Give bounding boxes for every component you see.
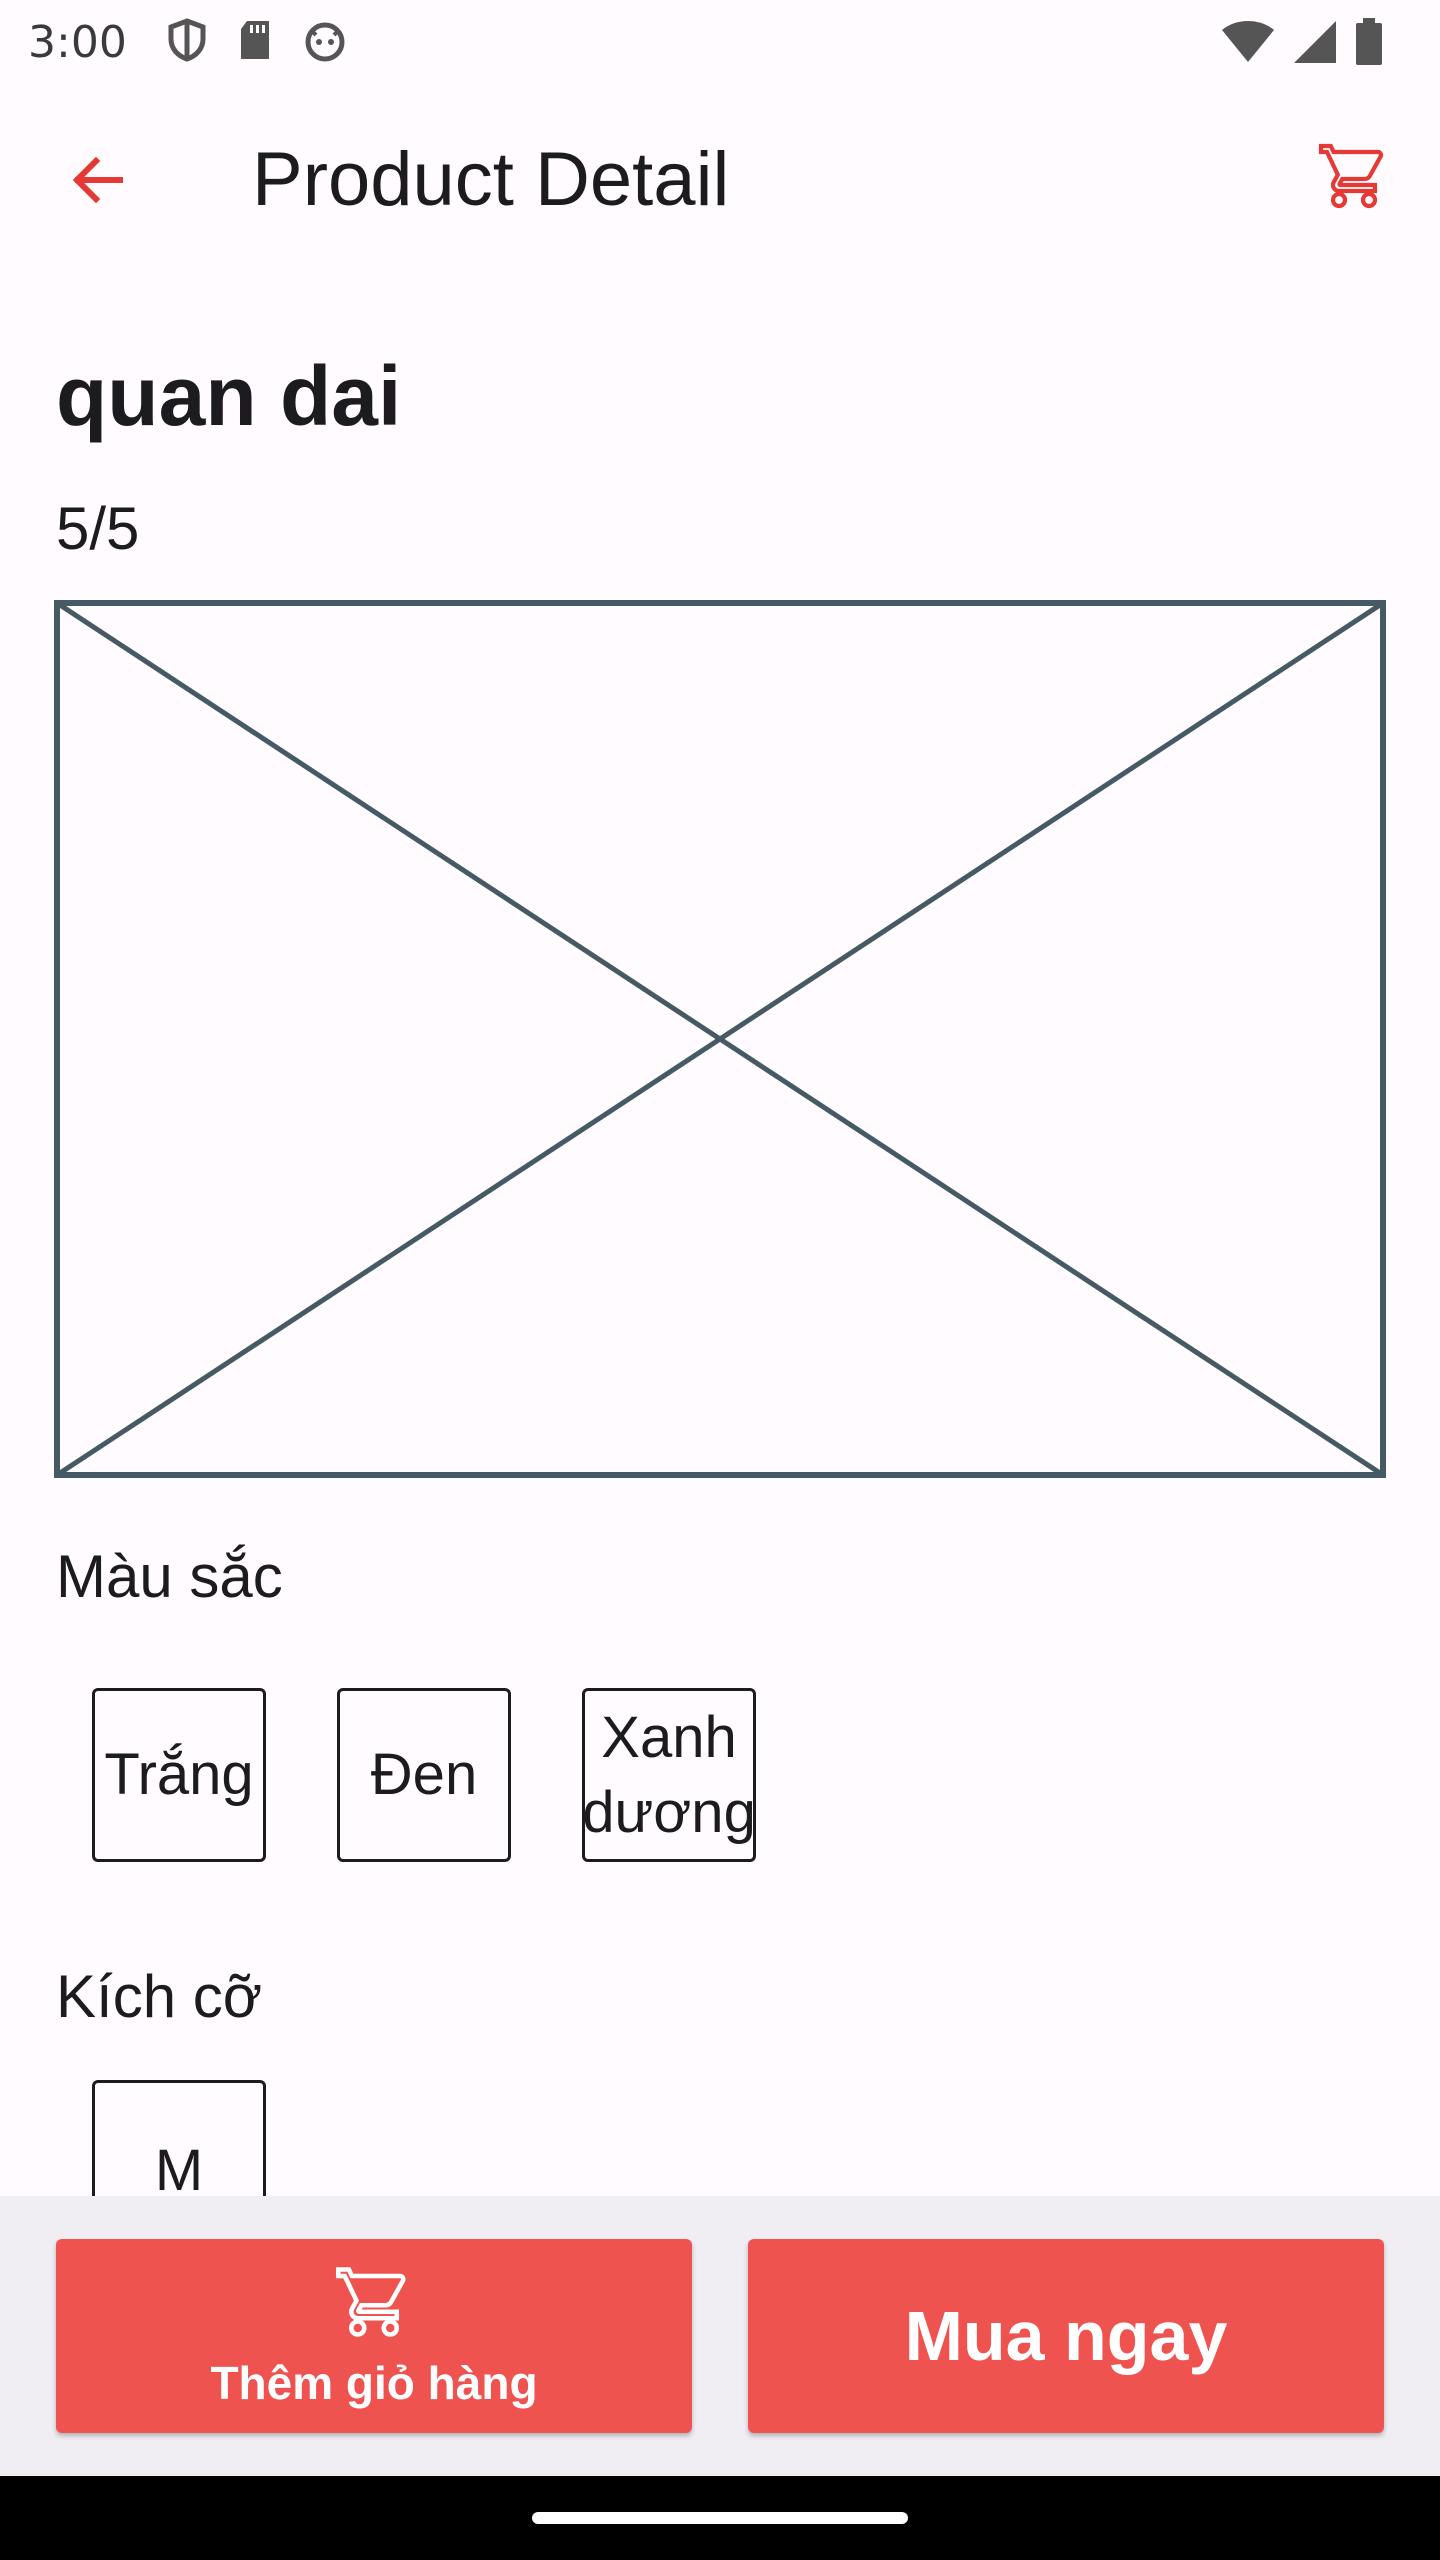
product-image-placeholder <box>54 600 1386 1478</box>
page-title: Product Detail <box>252 137 730 222</box>
product-rating: 5/5 <box>56 495 140 562</box>
sd-card-icon <box>237 19 273 66</box>
status-icons-right <box>1220 18 1384 71</box>
add-to-cart-label: Thêm giỏ hàng <box>210 2356 538 2409</box>
back-button[interactable] <box>56 140 140 224</box>
status-bar: 3:00 <box>0 0 1440 84</box>
add-to-cart-button[interactable]: Thêm giỏ hàng <box>56 2239 692 2433</box>
home-indicator[interactable] <box>532 2512 908 2524</box>
shield-icon <box>167 17 207 67</box>
app-bar: Product Detail <box>0 96 1440 264</box>
color-section-label: Màu sắc <box>56 1543 283 1610</box>
robot-face-icon <box>303 18 347 67</box>
signal-icon <box>1292 19 1338 70</box>
system-nav-bar <box>0 2476 1440 2560</box>
bottom-action-bar: Thêm giỏ hàng Mua ngay <box>0 2196 1440 2476</box>
battery-icon <box>1354 18 1384 71</box>
shopping-cart-icon <box>335 2263 413 2346</box>
buy-now-label: Mua ngay <box>904 2297 1228 2375</box>
wifi-icon <box>1220 20 1276 69</box>
status-time: 3:00 <box>28 16 127 68</box>
color-option-white[interactable]: Trắng <box>92 1688 266 1862</box>
shopping-cart-icon <box>1318 140 1390 217</box>
color-option-blue[interactable]: Xanh dương <box>582 1688 756 1862</box>
product-name: quan dai <box>56 349 402 443</box>
color-option-black[interactable]: Đen <box>337 1688 511 1862</box>
status-icons-left <box>167 17 347 67</box>
cart-button[interactable] <box>1310 134 1398 222</box>
size-section-label: Kích cỡ <box>56 1963 263 2030</box>
buy-now-button[interactable]: Mua ngay <box>748 2239 1384 2433</box>
arrow-back-icon <box>66 148 130 217</box>
